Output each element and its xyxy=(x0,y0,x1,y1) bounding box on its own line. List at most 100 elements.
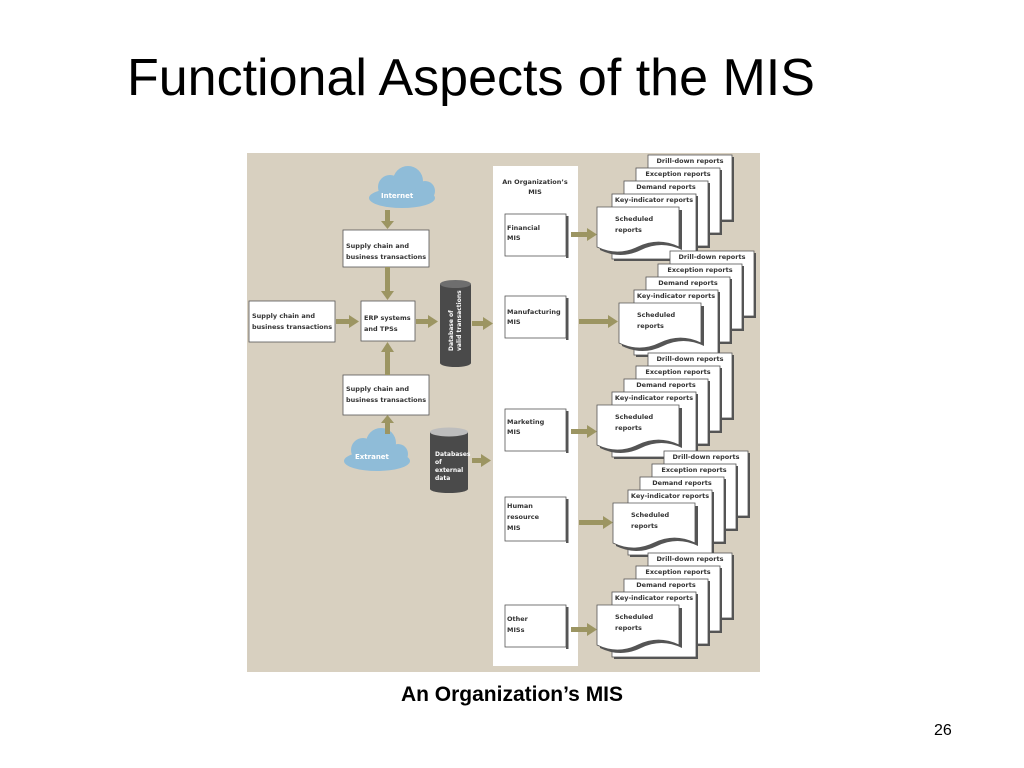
manufacturing-line2: MIS xyxy=(507,318,521,326)
arrow-financial-reports-head xyxy=(587,228,597,241)
scheduled-line1: Scheduled xyxy=(637,311,675,319)
valid-transactions-database-icon: Database of valid transactions xyxy=(440,280,471,367)
db-ext-line4: data xyxy=(435,475,450,482)
arrow-erp-to-db xyxy=(416,319,429,324)
mis-to-report-arrows xyxy=(571,228,618,636)
report-type-label: Exception reports xyxy=(661,466,726,474)
external-data-database-icon: Databases of external data xyxy=(430,427,471,493)
org-mis-title-line2: MIS xyxy=(528,188,542,196)
arrow-hr-reports xyxy=(579,520,604,525)
arrow-extranet-to-bottom xyxy=(385,422,390,434)
erp-line1: ERP systems xyxy=(364,314,411,322)
scheduled-line2: reports xyxy=(615,624,642,632)
report-type-label: Key-indicator reports xyxy=(631,492,709,500)
mis-diagram: Internet Extranet Supply chain and busin… xyxy=(247,153,760,672)
erp-line2: and TPSs xyxy=(364,325,398,333)
scheduled-report-document: Scheduled reports xyxy=(596,404,682,453)
mis-item-other: Other MISs xyxy=(504,604,569,649)
arrow-bottom-to-erp-head xyxy=(381,342,394,352)
db-ext-line1: Databases xyxy=(435,451,471,458)
arrow-erp-to-db-head xyxy=(428,315,438,328)
scheduled-line2: reports xyxy=(615,424,642,432)
report-type-label: Drill-down reports xyxy=(657,555,724,563)
hr-line2: resource xyxy=(507,513,540,521)
report-type-label: Demand reports xyxy=(636,381,696,389)
scheduled-report-document: Scheduled reports xyxy=(612,502,698,551)
scheduled-line1: Scheduled xyxy=(631,511,669,519)
slide-title: Functional Aspects of the MIS xyxy=(127,49,815,107)
report-type-label: Exception reports xyxy=(645,170,710,178)
arrow-left-to-erp xyxy=(336,319,350,324)
supply-top-line2: business transactions xyxy=(346,253,426,261)
supply-chain-bottom-box: Supply chain and business transactions xyxy=(342,374,430,416)
report-type-label: Drill-down reports xyxy=(673,453,740,461)
internet-label: Internet xyxy=(381,192,414,200)
arrow-bottom-to-erp xyxy=(385,351,390,375)
report-type-label: Key-indicator reports xyxy=(615,196,693,204)
org-mis-title-line1: An Organization’s xyxy=(502,178,568,186)
arrow-supply-to-erp xyxy=(385,267,390,292)
arrow-financial-reports xyxy=(571,232,588,237)
arrow-ext-to-mis-head xyxy=(481,454,491,467)
report-type-label: Drill-down reports xyxy=(657,157,724,165)
arrow-internet-to-supply-head xyxy=(381,221,394,229)
db-ext-line3: external xyxy=(435,467,463,474)
arrow-left-to-erp-head xyxy=(349,315,359,328)
report-type-label: Key-indicator reports xyxy=(615,394,693,402)
arrow-hr-reports-head xyxy=(603,516,613,529)
scheduled-line2: reports xyxy=(637,322,664,330)
report-type-label: Demand reports xyxy=(652,479,712,487)
hr-line3: MIS xyxy=(507,524,521,532)
mis-item-manufacturing: Manufacturing MIS xyxy=(504,295,569,340)
figure-caption: An Organization’s MIS xyxy=(400,683,624,706)
mis-item-marketing: Marketing MIS xyxy=(504,408,569,453)
supply-top-line1: Supply chain and xyxy=(346,242,409,250)
report-type-label: Exception reports xyxy=(645,568,710,576)
report-type-label: Demand reports xyxy=(636,183,696,191)
arrow-internet-to-supply xyxy=(385,210,390,222)
supply-left-line2: business transactions xyxy=(252,323,332,331)
scheduled-line1: Scheduled xyxy=(615,613,653,621)
scheduled-line2: reports xyxy=(615,226,642,234)
arrow-db-to-mis-head xyxy=(483,317,493,330)
arrow-supply-to-erp-head xyxy=(381,291,394,300)
report-type-label: Exception reports xyxy=(667,266,732,274)
scheduled-line1: Scheduled xyxy=(615,413,653,421)
arrow-db-to-mis xyxy=(472,321,484,326)
report-type-label: Exception reports xyxy=(645,368,710,376)
left-arrows xyxy=(336,210,493,467)
db-valid-line2: valid transactions xyxy=(456,290,463,351)
marketing-line2: MIS xyxy=(507,428,521,436)
other-line1: Other xyxy=(507,615,529,623)
report-type-label: Key-indicator reports xyxy=(637,292,715,300)
scheduled-report-document: Scheduled reports xyxy=(618,302,704,351)
db-valid-line1: Database of xyxy=(448,310,455,351)
arrow-manufacturing-reports-head xyxy=(608,315,618,328)
supply-bottom-line1: Supply chain and xyxy=(346,385,409,393)
arrow-other-reports-head xyxy=(587,623,597,636)
financial-line2: MIS xyxy=(507,234,521,242)
extranet-label: Extranet xyxy=(355,453,390,461)
arrow-marketing-reports xyxy=(571,429,588,434)
report-type-label: Demand reports xyxy=(636,581,696,589)
page-number: 26 xyxy=(934,722,952,739)
supply-chain-left-box: Supply chain and business transactions xyxy=(248,300,336,343)
supply-bottom-line2: business transactions xyxy=(346,396,426,404)
arrow-other-reports xyxy=(571,627,588,632)
scheduled-report-document: Scheduled reports xyxy=(596,604,682,653)
scheduled-line2: reports xyxy=(631,522,658,530)
other-line2: MISs xyxy=(507,626,525,634)
arrow-ext-to-mis xyxy=(472,458,482,463)
db-ext-line2: of xyxy=(435,459,442,466)
financial-line1: Financial xyxy=(507,224,540,232)
report-type-label: Drill-down reports xyxy=(657,355,724,363)
internet-cloud-icon: Internet xyxy=(369,166,435,208)
arrow-extranet-to-bottom-head xyxy=(381,415,394,423)
